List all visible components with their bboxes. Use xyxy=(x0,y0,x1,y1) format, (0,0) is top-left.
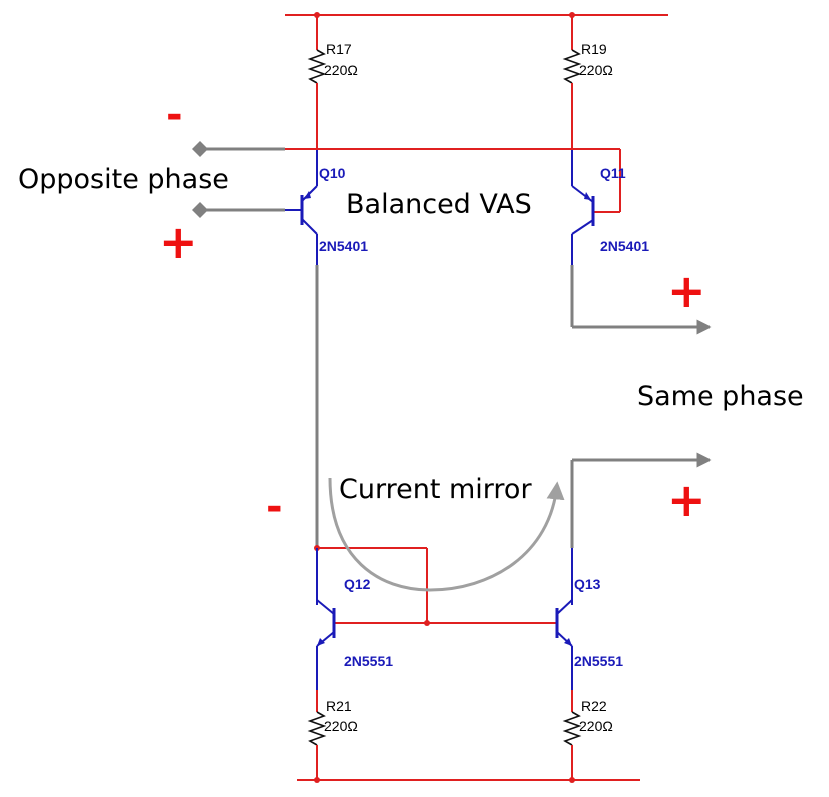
same-phase-output-top xyxy=(570,265,712,335)
opposite-phase-input-minus xyxy=(192,141,621,213)
r21-ref: R21 xyxy=(326,698,352,714)
sign-output-bottom: + xyxy=(667,473,706,527)
q13-part: 2N5551 xyxy=(574,653,623,669)
same-phase-label: Same phase xyxy=(637,381,804,412)
q10-part: 2N5401 xyxy=(319,238,368,254)
sign-input-top: - xyxy=(166,92,183,138)
current-mirror-label: Current mirror xyxy=(339,474,532,505)
sign-output-top: + xyxy=(667,264,706,318)
resistor-r17: R17 220Ω xyxy=(307,15,358,150)
r17-ref: R17 xyxy=(326,41,352,57)
r19-ref: R19 xyxy=(581,41,607,57)
r22-ref: R22 xyxy=(581,698,607,714)
q12-part: 2N5551 xyxy=(344,653,393,669)
r22-value: 220Ω xyxy=(579,718,613,734)
r21-value: 220Ω xyxy=(324,718,358,734)
same-phase-output-bottom xyxy=(570,452,712,548)
sign-input-bottom: + xyxy=(159,215,198,269)
q10-ref: Q10 xyxy=(319,165,346,181)
q11-part: 2N5401 xyxy=(600,238,649,254)
current-mirror-arrow xyxy=(328,477,565,592)
q13-ref: Q13 xyxy=(574,576,601,592)
q12-ref: Q12 xyxy=(344,576,371,592)
resistor-r22: R22 220Ω xyxy=(562,690,613,780)
resistor-r19: R19 220Ω xyxy=(562,15,613,150)
balanced-vas-label: Balanced VAS xyxy=(346,189,532,220)
transistor-q12: Q12 2N5551 xyxy=(316,548,393,690)
r19-value: 220Ω xyxy=(579,62,613,78)
transistor-q13: Q13 2N5551 xyxy=(555,548,623,690)
q11-ref: Q11 xyxy=(600,165,626,181)
sign-mirror-left: - xyxy=(266,484,283,530)
resistor-r21: R21 220Ω xyxy=(307,690,358,780)
opposite-phase-input-plus xyxy=(192,202,302,218)
mirror-wiring xyxy=(317,547,557,626)
transistor-q10: Q10 2N5401 xyxy=(300,150,368,265)
r17-value: 220Ω xyxy=(324,62,358,78)
transistor-q11: Q11 2N5401 xyxy=(571,150,649,265)
opposite-phase-label: Opposite phase xyxy=(18,164,229,195)
